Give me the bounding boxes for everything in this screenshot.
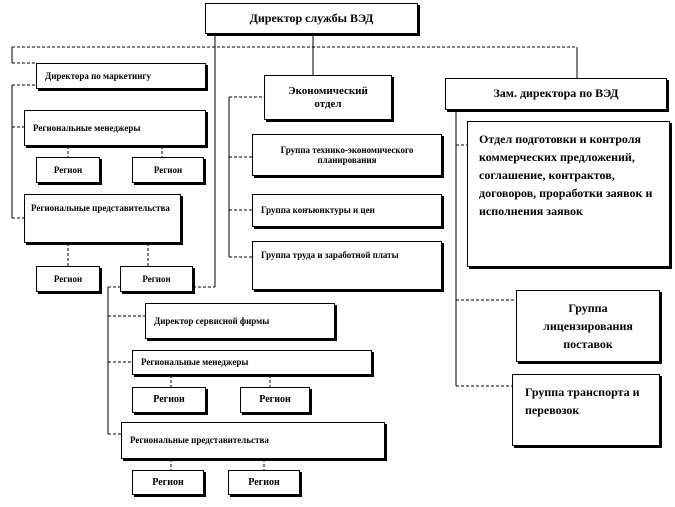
- tech-econ-planning-box: Группа технико-экономического планирован…: [252, 134, 442, 176]
- region-box-3: Регион: [36, 266, 100, 292]
- region-box-2: Регион: [132, 157, 204, 183]
- marketing-director-box: Директора по маркетингу: [36, 63, 206, 89]
- region-box-7: Регион: [132, 470, 204, 495]
- region-box-6: Регион: [240, 387, 310, 413]
- licensing-group-box: Группа лицензирования поставок: [516, 290, 660, 362]
- proposal-dept-box: Отдел подготовки и контроля коммерческих…: [467, 121, 670, 267]
- region-box-5: Регион: [132, 387, 206, 413]
- service-director-box: Директор сервисной фирмы: [145, 303, 335, 339]
- regional-reps-box-1: Региональные представительства: [24, 194, 181, 243]
- deputy-director-box: Зам. директора по ВЭД: [445, 78, 667, 110]
- labor-wage-group-box: Группа труда и заработной платы: [252, 241, 442, 290]
- transport-group-box: Группа транспорта и перевозок: [512, 374, 660, 446]
- regional-reps-box-2: Региональные представительства: [121, 422, 385, 459]
- region-box-1: Регион: [36, 157, 100, 183]
- economic-dept-box: Экономический отдел: [264, 75, 392, 120]
- director-box: Директор службы ВЭД: [205, 3, 418, 34]
- region-box-4: Регион: [120, 266, 193, 292]
- regional-managers-box-2: Региональные менеджеры: [132, 350, 372, 375]
- regional-managers-box-1: Региональные менеджеры: [24, 110, 206, 146]
- region-box-8: Регион: [228, 470, 300, 495]
- price-group-box: Группа конъюнктуры и цен: [252, 194, 442, 227]
